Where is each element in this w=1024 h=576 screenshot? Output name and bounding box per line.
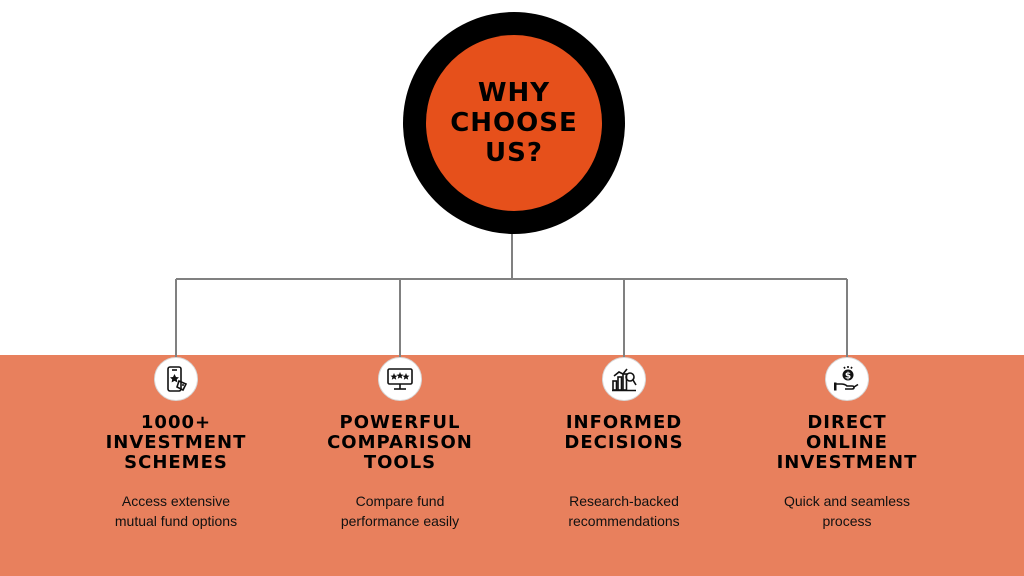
feature-desc-2: Compare fund performance easily (340, 493, 460, 529)
feature-desc-4: Quick and seamless process (783, 493, 911, 529)
feature-desc-1: Access extensive mutual fund options (114, 493, 238, 529)
monitor-stars-icon (378, 357, 422, 401)
hub-circle: WHY CHOOSE US? (426, 35, 602, 211)
feature-title-1: 1000+ INVESTMENT SCHEMES (105, 412, 247, 473)
svg-text:$: $ (845, 372, 851, 382)
hub-title: WHY CHOOSE US? (450, 78, 578, 168)
feature-desc-3: Research-backed recommendations (568, 493, 680, 529)
feature-title-4: DIRECT ONLINE INVESTMENT (776, 412, 918, 473)
feature-title-3: INFORMED DECISIONS (564, 412, 684, 453)
chart-magnifier-icon (602, 357, 646, 401)
feature-title-2: POWERFUL COMPARISON TOOLS (327, 412, 473, 473)
mobile-rating-icon (154, 357, 198, 401)
hand-coin-icon: $ (825, 357, 869, 401)
